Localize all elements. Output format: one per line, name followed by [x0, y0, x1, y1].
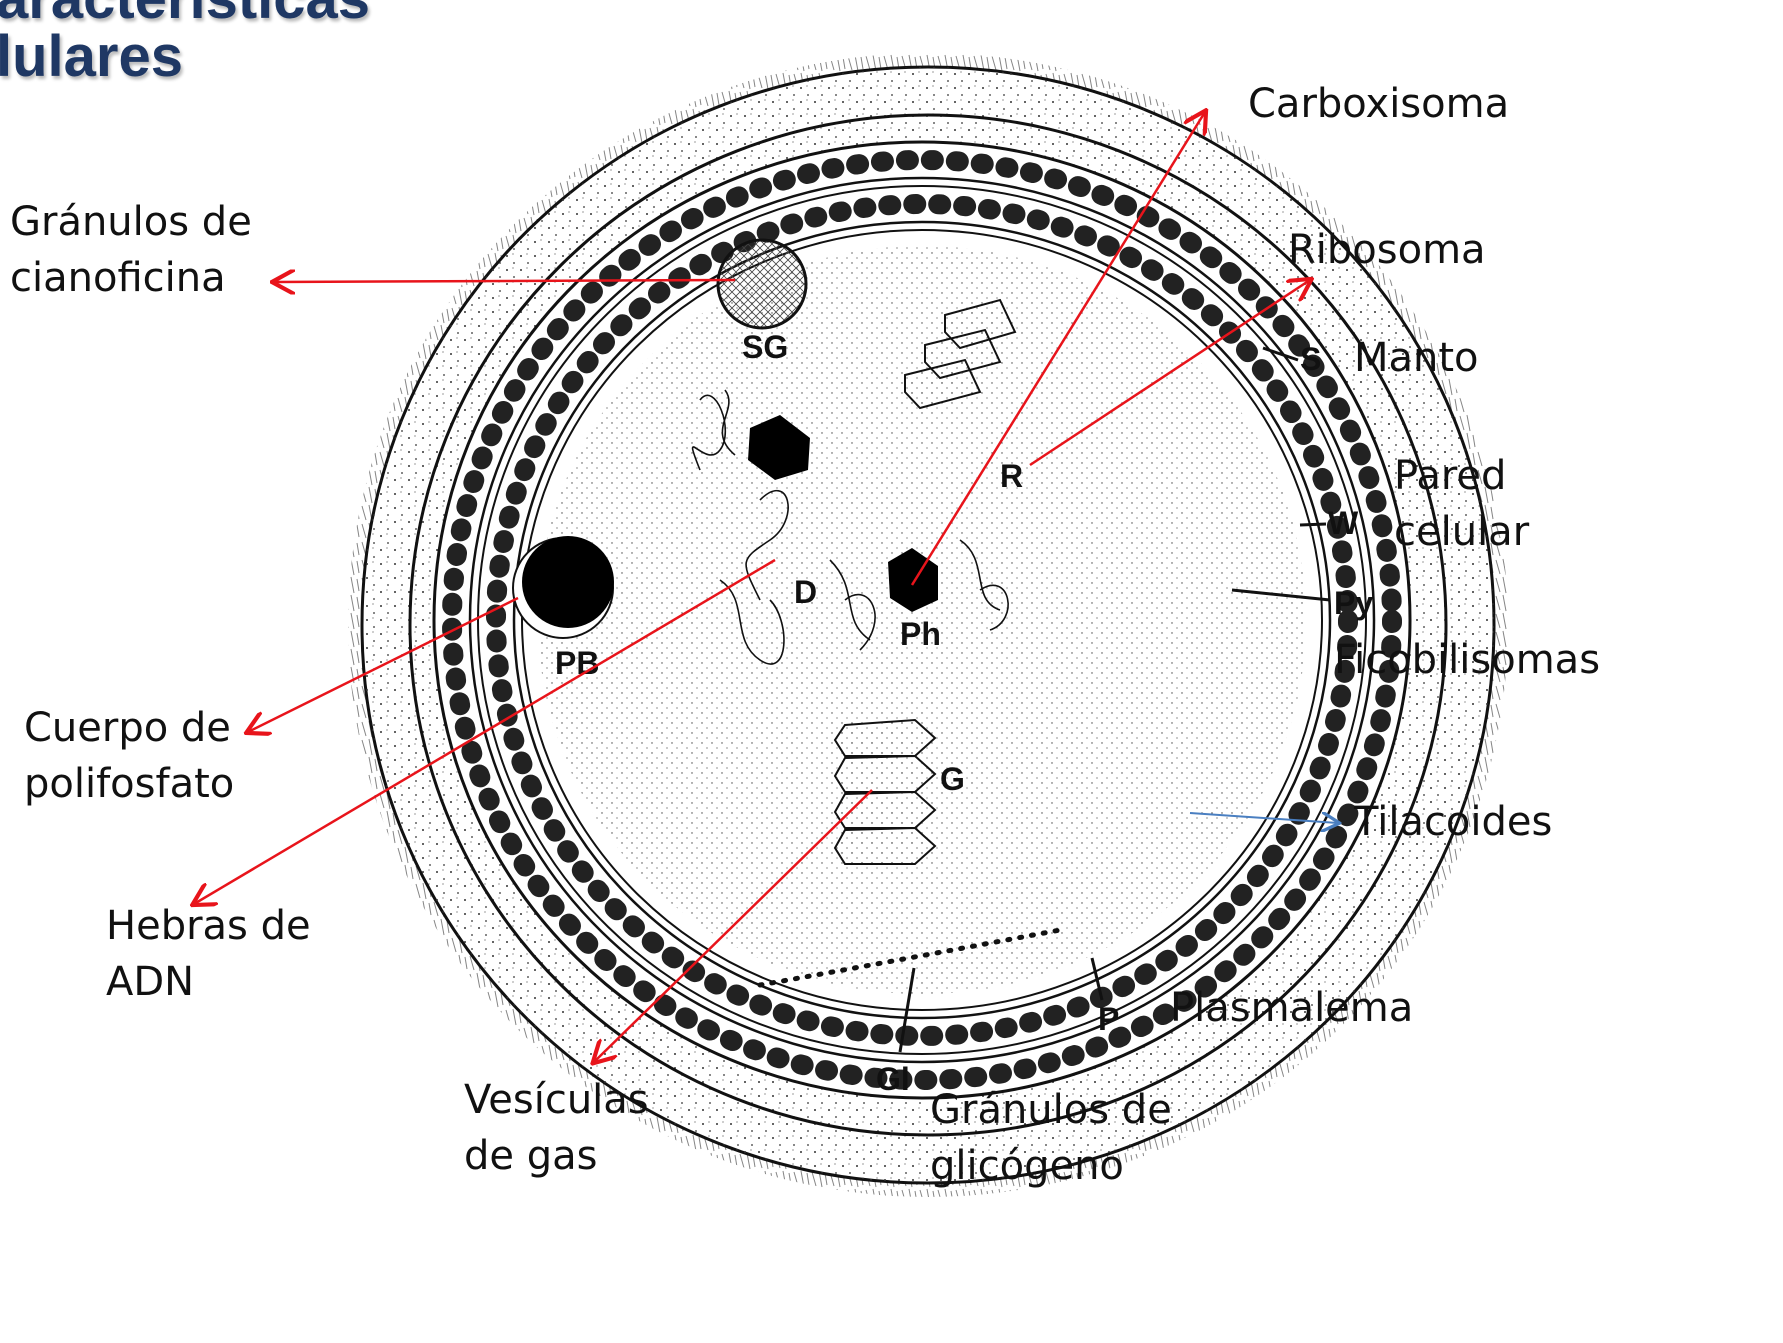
- code-s: S: [1300, 341, 1321, 377]
- label-granulos-glicogeno-line2: glicógeno: [930, 1138, 1172, 1194]
- label-cuerpo-polifosfato: Cuerpo de polifosfato: [24, 700, 234, 812]
- label-vesiculas-gas-line2: de gas: [464, 1128, 649, 1184]
- label-hebras-adn: Hebras de ADN: [106, 898, 311, 1010]
- label-carboxisoma: Carboxisoma: [1248, 76, 1509, 132]
- label-granulos-glicogeno: Gránulos de glicógeno: [930, 1082, 1172, 1194]
- code-py: Py: [1334, 585, 1373, 621]
- code-w: W: [1328, 505, 1359, 541]
- label-hebras-adn-line1: Hebras de: [106, 898, 311, 954]
- label-pared-celular-line1: Pared: [1394, 448, 1529, 504]
- code-ph: Ph: [900, 616, 941, 652]
- label-ficobilisomas: Ficobilisomas: [1334, 632, 1600, 688]
- code-p: P: [1098, 1001, 1119, 1037]
- label-ribosoma: Ribosoma: [1288, 222, 1486, 278]
- label-cuerpo-polifosfato-line1: Cuerpo de: [24, 700, 234, 756]
- label-vesiculas-gas-line1: Vesículas: [464, 1072, 649, 1128]
- label-plasmalema: Plasmalema: [1170, 980, 1413, 1036]
- code-g: G: [940, 761, 965, 797]
- label-granulos-cianoficina: Gránulos de cianoficina: [10, 194, 252, 306]
- label-cuerpo-polifosfato-line2: polifosfato: [24, 756, 234, 812]
- label-granulos-glicogeno-line1: Gránulos de: [930, 1082, 1172, 1138]
- code-r: R: [1000, 458, 1023, 494]
- label-pared-celular: Pared celular: [1394, 448, 1529, 560]
- code-d: D: [794, 574, 817, 610]
- cyanophycin-granule: [718, 240, 806, 328]
- label-vesiculas-gas: Vesículas de gas: [464, 1072, 649, 1184]
- label-granulos-cianoficina-line2: cianoficina: [10, 250, 252, 306]
- code-pb: PB: [555, 645, 599, 681]
- label-manto: Manto: [1354, 330, 1479, 386]
- label-granulos-cianoficina-line1: Gránulos de: [10, 194, 252, 250]
- label-tilacoides: Tilacoides: [1354, 794, 1552, 850]
- code-gl: Gl: [876, 1061, 910, 1097]
- code-sg: SG: [742, 329, 788, 365]
- polyphosphate-body: [522, 536, 614, 628]
- label-hebras-adn-line2: ADN: [106, 954, 311, 1010]
- label-pared-celular-line2: celular: [1394, 504, 1529, 560]
